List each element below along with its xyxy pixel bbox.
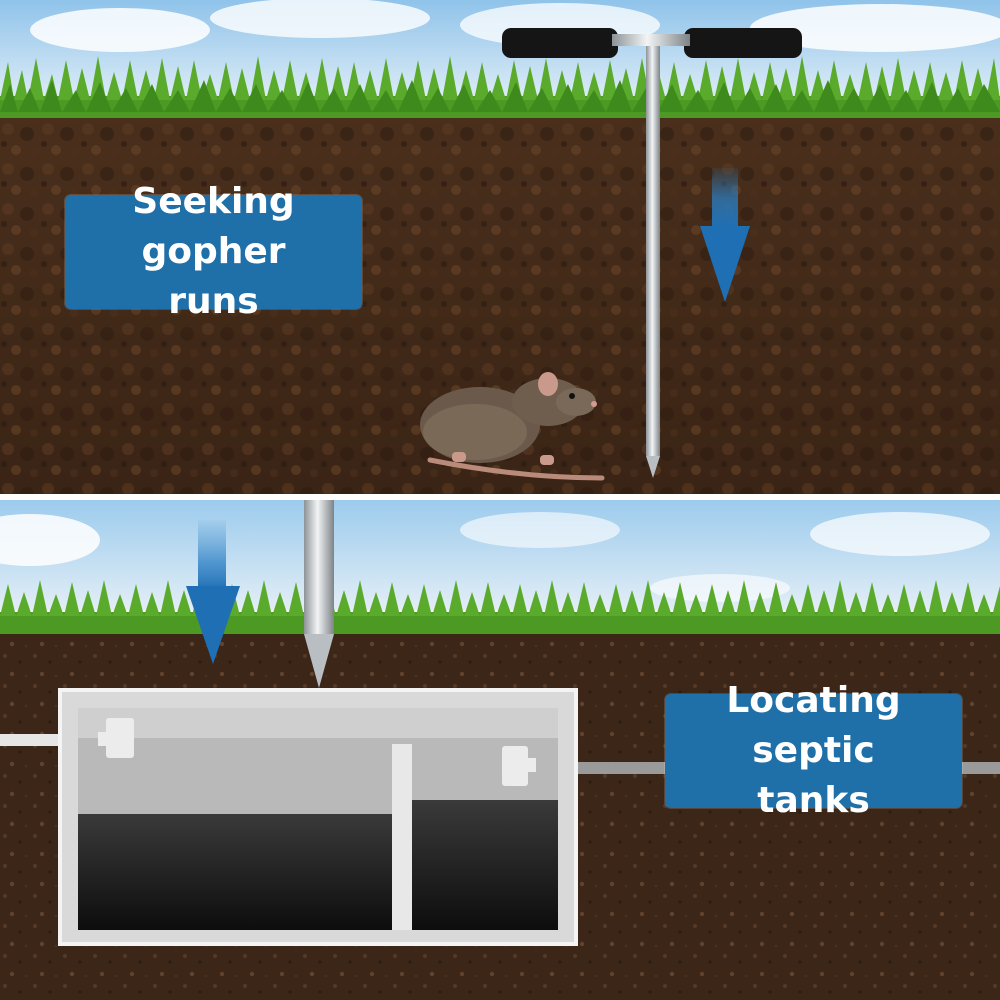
caption-line: runs — [168, 281, 259, 322]
down-arrow-icon — [186, 520, 240, 664]
rat-image — [420, 372, 605, 481]
grass — [0, 56, 1000, 118]
panel-divider — [0, 494, 1000, 500]
grass — [0, 580, 1000, 634]
soil-probe — [502, 28, 802, 478]
caption-line: Locating septic — [726, 680, 901, 771]
caption-seeking-gopher-runs: Seeking gopher runs — [65, 181, 362, 322]
caption-line: tanks — [757, 780, 870, 821]
septic-tank — [58, 688, 578, 946]
septic-scene-illustration — [0, 500, 1000, 1000]
septic-scene-panel: Locating septic tanks — [0, 500, 1000, 1000]
gopher-scene-panel: Seeking gopher runs — [0, 0, 1000, 494]
inlet-pipe — [0, 734, 64, 746]
down-arrow-icon — [700, 168, 750, 302]
soil-probe — [304, 500, 334, 688]
caption-line: Seeking gopher — [132, 181, 295, 272]
caption-locating-septic-tanks: Locating septic tanks — [665, 680, 962, 821]
